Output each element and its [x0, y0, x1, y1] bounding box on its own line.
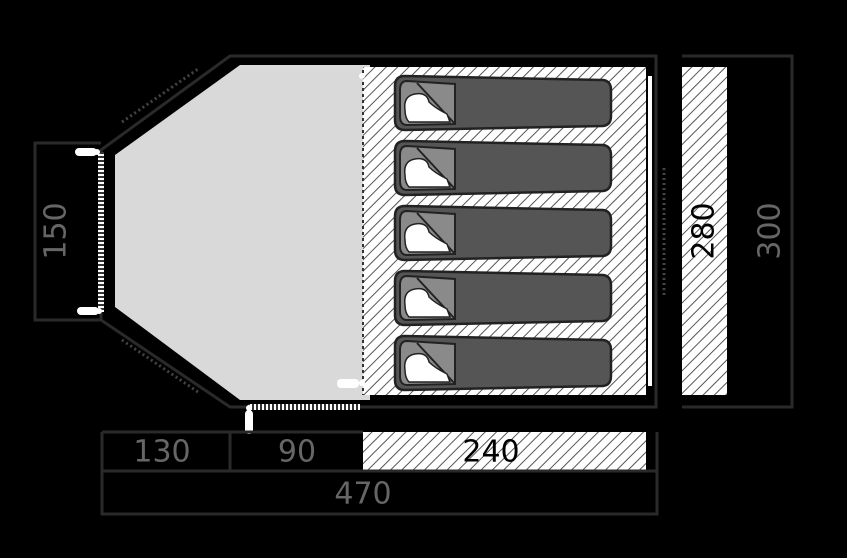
middle-length-label: 90 [278, 435, 316, 470]
zipper-end-icon [359, 73, 365, 79]
dimension-box-240 [363, 432, 646, 471]
side-hatched-panel [682, 67, 727, 395]
inner-width-label: 280 [687, 202, 722, 259]
zipper-pull-icon [245, 405, 253, 434]
outer-width-label: 300 [753, 202, 788, 259]
vestibule-area [115, 65, 370, 400]
total-length-label: 470 [334, 477, 391, 512]
zipper-pull-icon [75, 148, 100, 156]
stitch-line-bottom [121, 338, 199, 394]
dimension-line-bottom [100, 432, 659, 516]
sleeping-bag [393, 269, 613, 327]
front-door-zipper [98, 152, 104, 312]
front-length-label: 130 [133, 435, 190, 470]
bedroom-length-label: 240 [462, 435, 519, 470]
sleeping-bag [393, 139, 613, 197]
dimension-line-150 [33, 141, 101, 322]
person-icon [403, 287, 452, 318]
sleeping-bag [393, 334, 613, 392]
inner-tent-edge [648, 76, 652, 386]
sleeping-bag [393, 74, 613, 132]
person-icon [403, 157, 452, 188]
dimension-line-300 [682, 54, 794, 409]
vestibule-width-label: 150 [39, 202, 74, 259]
stitch-line-top [121, 67, 199, 124]
zipper-pull-icon [337, 379, 365, 388]
person-icon [403, 352, 452, 383]
zipper-pull-icon [77, 307, 102, 315]
side-door-zipper [248, 404, 360, 410]
person-icon [403, 222, 452, 253]
sleeping-bags [393, 74, 613, 392]
sleeping-bag [393, 204, 613, 262]
person-icon [403, 92, 452, 123]
